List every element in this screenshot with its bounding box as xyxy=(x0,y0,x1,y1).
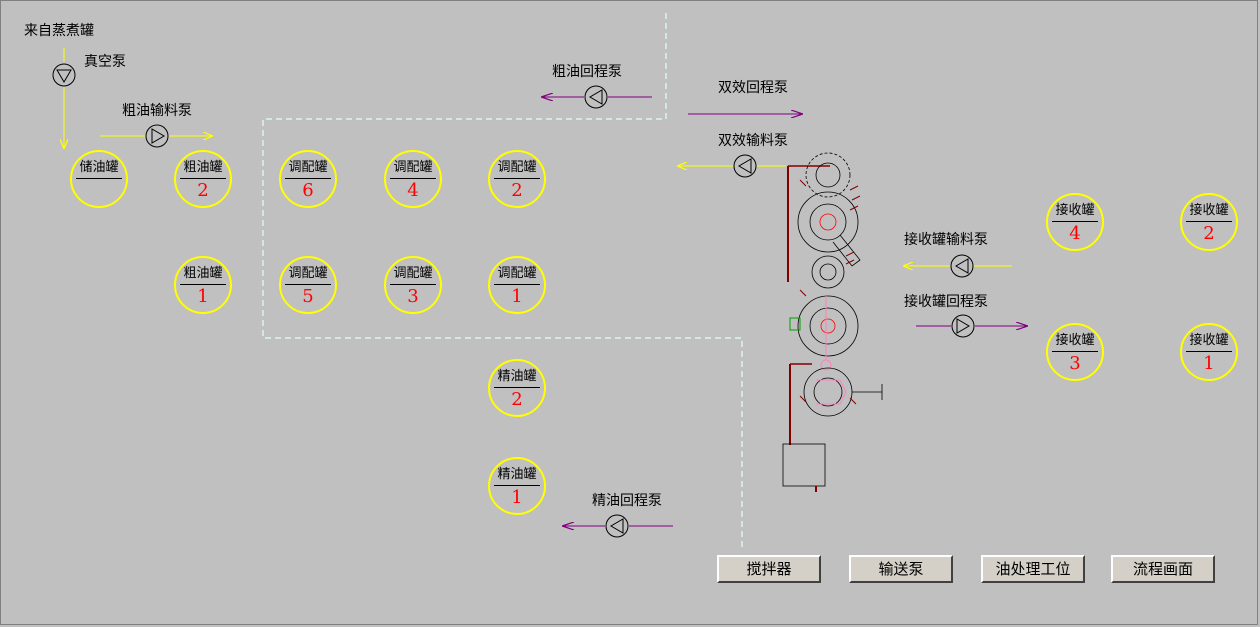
tank-name: 储油罐 xyxy=(79,160,119,175)
tank-name: 调配罐 xyxy=(393,160,433,175)
tank-name: 精油罐 xyxy=(497,467,537,482)
crude-tank-1[interactable]: 粗油罐 1 xyxy=(174,256,232,314)
crude-feed-pump-label: 粗油输料泵 xyxy=(122,103,192,119)
tank-divider xyxy=(285,284,331,285)
storage-tank[interactable]: 储油罐 xyxy=(70,150,128,208)
tank-name: 调配罐 xyxy=(288,160,328,175)
blend-tank-1[interactable]: 调配罐 1 xyxy=(488,256,546,314)
tank-name: 接收罐 xyxy=(1189,333,1229,348)
double-return-pump-label: 双效回程泵 xyxy=(718,80,788,96)
tank-number: 3 xyxy=(1069,353,1081,374)
tank-name: 粗油罐 xyxy=(183,160,223,175)
tank-number: 2 xyxy=(511,389,523,410)
blend-tank-2[interactable]: 调配罐 2 xyxy=(488,150,546,208)
oil-station-button[interactable]: 油处理工位 xyxy=(981,555,1085,583)
refined-tank-1[interactable]: 精油罐 1 xyxy=(488,457,546,515)
pump-icon[interactable] xyxy=(584,85,608,109)
tank-name: 精油罐 xyxy=(497,369,537,384)
evaporator-equipment-icon[interactable] xyxy=(782,152,883,492)
tank-name: 调配罐 xyxy=(497,160,537,175)
pump-icon[interactable] xyxy=(733,154,757,178)
blend-tank-3[interactable]: 调配罐 3 xyxy=(384,256,442,314)
tank-name: 粗油罐 xyxy=(183,266,223,281)
tank-name: 调配罐 xyxy=(288,266,328,281)
blend-tank-4[interactable]: 调配罐 4 xyxy=(384,150,442,208)
pump-icon[interactable] xyxy=(605,514,629,538)
tank-number: 6 xyxy=(302,180,314,201)
mixer-button[interactable]: 搅拌器 xyxy=(717,555,821,583)
tank-divider xyxy=(180,178,226,179)
receive-tank-2[interactable]: 接收罐 2 xyxy=(1180,193,1238,251)
pump-icon[interactable] xyxy=(52,63,76,87)
receive-tank-1[interactable]: 接收罐 1 xyxy=(1180,323,1238,381)
crude-return-pump-label: 粗油回程泵 xyxy=(552,64,622,80)
tank-divider xyxy=(494,387,540,388)
tank-divider xyxy=(76,178,122,179)
tank-number: 2 xyxy=(1203,223,1215,244)
tank-number: 1 xyxy=(511,286,523,307)
tank-divider xyxy=(390,284,436,285)
tank-name: 调配罐 xyxy=(393,266,433,281)
pump-icon[interactable] xyxy=(950,254,974,278)
tank-number: 4 xyxy=(407,180,419,201)
conveyor-pump-button[interactable]: 输送泵 xyxy=(849,555,953,583)
tank-divider xyxy=(1186,351,1232,352)
tank-divider xyxy=(494,485,540,486)
tank-number: 3 xyxy=(407,286,419,307)
tank-divider xyxy=(390,178,436,179)
receive-feed-pump-label: 接收罐输料泵 xyxy=(904,232,988,248)
flow-screen-button[interactable]: 流程画面 xyxy=(1111,555,1215,583)
refined-tank-2[interactable]: 精油罐 2 xyxy=(488,359,546,417)
receive-tank-4[interactable]: 接收罐 4 xyxy=(1046,193,1104,251)
from-cooker-label: 来自蒸煮罐 xyxy=(24,23,94,39)
tank-number: 2 xyxy=(197,180,209,201)
tank-number: 2 xyxy=(511,180,523,201)
dashed-boundary xyxy=(262,13,743,548)
vacuum-pump-label: 真空泵 xyxy=(84,54,126,70)
tank-number: 1 xyxy=(1203,353,1215,374)
tank-name: 接收罐 xyxy=(1055,333,1095,348)
refined-return-pump-label: 精油回程泵 xyxy=(592,493,662,509)
tank-divider xyxy=(1052,221,1098,222)
tank-name: 接收罐 xyxy=(1055,203,1095,218)
tank-number: 5 xyxy=(302,286,314,307)
pump-icon[interactable] xyxy=(951,314,975,338)
receive-tank-3[interactable]: 接收罐 3 xyxy=(1046,323,1104,381)
tank-divider xyxy=(180,284,226,285)
tank-divider xyxy=(494,178,540,179)
tank-number: 1 xyxy=(511,487,523,508)
tank-divider xyxy=(1186,221,1232,222)
tank-name: 接收罐 xyxy=(1189,203,1229,218)
blend-tank-6[interactable]: 调配罐 6 xyxy=(279,150,337,208)
tank-divider xyxy=(1052,351,1098,352)
tank-divider xyxy=(285,178,331,179)
blend-tank-5[interactable]: 调配罐 5 xyxy=(279,256,337,314)
pump-icon[interactable] xyxy=(145,124,169,148)
tank-name: 调配罐 xyxy=(497,266,537,281)
crude-tank-2[interactable]: 粗油罐 2 xyxy=(174,150,232,208)
tank-number: 1 xyxy=(197,286,209,307)
tank-number: 4 xyxy=(1069,223,1081,244)
tank-divider xyxy=(494,284,540,285)
receive-return-pump-label: 接收罐回程泵 xyxy=(904,294,988,310)
double-feed-pump-label: 双效输料泵 xyxy=(718,133,788,149)
